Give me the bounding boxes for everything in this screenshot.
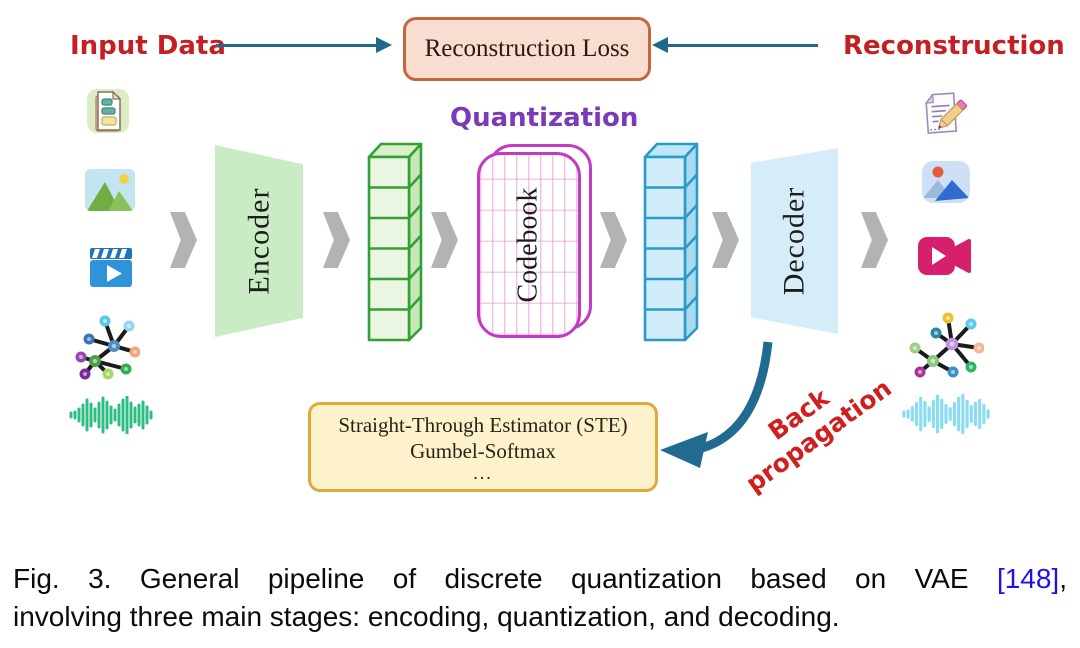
flow-arrow-icon (170, 212, 197, 268)
image-icon (922, 161, 970, 203)
decoder-label: Decoder (777, 186, 811, 296)
video-icon (90, 248, 132, 287)
document-icon (87, 89, 129, 133)
input-data-label: Input Data (70, 31, 226, 61)
image-icon (85, 169, 135, 211)
flow-arrow-icon (712, 212, 739, 268)
codebook-front-card: Codebook (477, 152, 581, 338)
flow-arrow-icon (431, 212, 458, 268)
figure-caption: Fig. 3. General pipeline of discrete qua… (13, 560, 1067, 636)
video-camera-icon (918, 237, 971, 275)
document-edit-icon (924, 92, 968, 134)
codebook-block: Codebook (477, 144, 592, 338)
ste-method-label: Straight-Through Estimator (STE) (338, 412, 628, 437)
flow-arrow-icon (861, 212, 888, 268)
latent-column-blue (643, 142, 699, 342)
audio-waveform-icon (69, 396, 153, 434)
reconstruction-loss-label: Reconstruction Loss (424, 35, 630, 62)
caption-line-1: Fig. 3. General pipeline of discrete qua… (13, 563, 1067, 594)
caption-line-2: involving three main stages: encoding, q… (13, 601, 840, 633)
quantization-label: Quantization (450, 103, 639, 133)
encoder-label: Encoder (242, 187, 276, 295)
flow-arrow-icon (600, 212, 627, 268)
graph-icon (75, 315, 140, 380)
encoder-block: Encoder (215, 145, 303, 337)
input-to-loss-arrow-line (216, 44, 376, 47)
reconstruction-to-loss-arrow-line (668, 44, 818, 47)
latent-column-green (367, 142, 423, 342)
input-to-loss-arrowhead-icon (376, 37, 392, 53)
reconstruction-loss-box: Reconstruction Loss (403, 17, 651, 81)
reconstruction-label: Reconstruction (843, 31, 1065, 61)
citation-link[interactable]: [148] (996, 563, 1060, 594)
backprop-arrow-icon (660, 341, 773, 468)
audio-waveform-icon (902, 394, 990, 434)
graph-icon (909, 312, 984, 378)
flow-arrow-icon (323, 212, 350, 268)
ste-method-label: ... (473, 463, 493, 484)
ste-methods-box: Straight-Through Estimator (STE) Gumbel-… (308, 402, 658, 492)
decoder-block: Decoder (751, 148, 838, 334)
reconstruction-to-loss-arrowhead-icon (652, 37, 668, 53)
ste-method-label: Gumbel-Softmax (410, 439, 556, 463)
codebook-label: Codebook (513, 187, 545, 303)
